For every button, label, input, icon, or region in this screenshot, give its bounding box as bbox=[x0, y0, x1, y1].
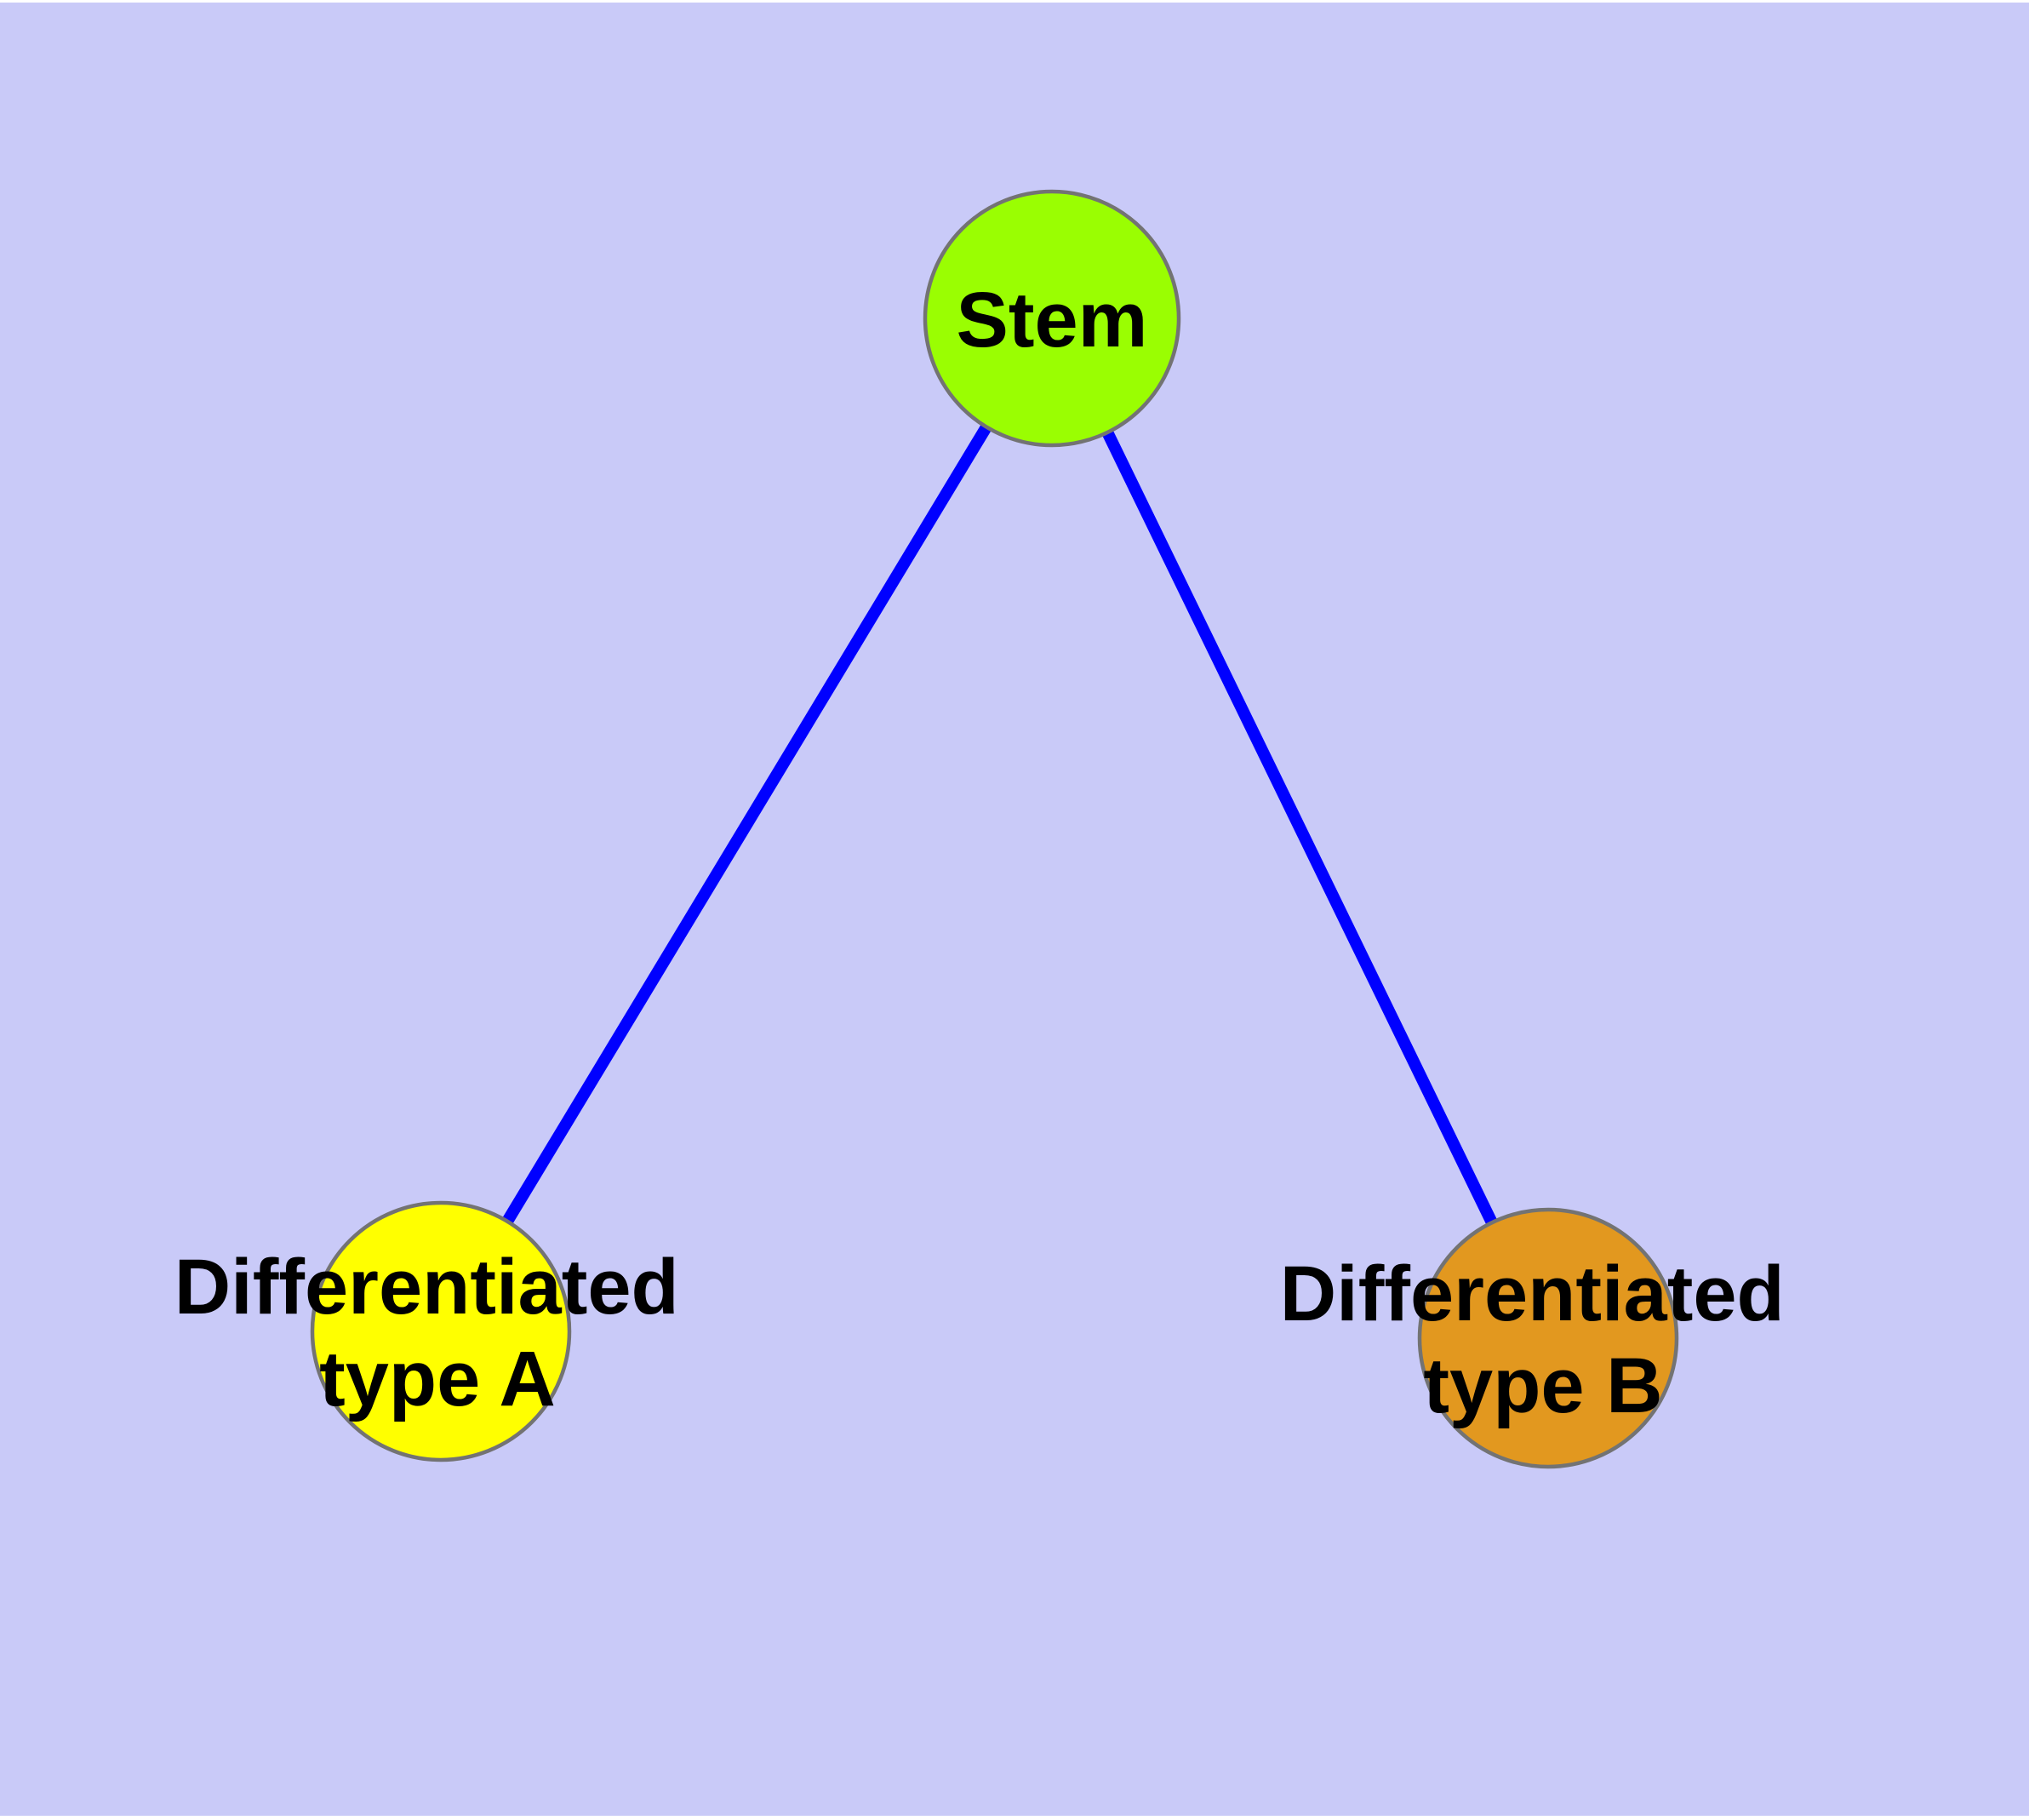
edge-stem-to-type-a bbox=[436, 315, 1057, 1335]
node-label-type-a-line-2: type A bbox=[319, 1336, 556, 1422]
node-differentiated-type-b bbox=[1417, 1207, 1679, 1469]
edge-stem-to-type-b bbox=[1046, 315, 1554, 1342]
node-stem bbox=[923, 189, 1181, 448]
node-differentiated-type-a bbox=[310, 1200, 572, 1462]
node-label-stem-line-1: Stem bbox=[957, 277, 1148, 363]
node-label-type-a-line-1: Differentiated bbox=[174, 1244, 679, 1331]
node-label-differentiated-type-b: Differentiated type B bbox=[1280, 1251, 1807, 1429]
node-label-differentiated-type-a: Differentiated type A bbox=[174, 1244, 701, 1422]
node-label-stem: Stem bbox=[957, 277, 1148, 363]
node-label-type-b-line-2: type B bbox=[1423, 1342, 1662, 1429]
node-label-type-b-line-1: Differentiated bbox=[1280, 1251, 1785, 1337]
